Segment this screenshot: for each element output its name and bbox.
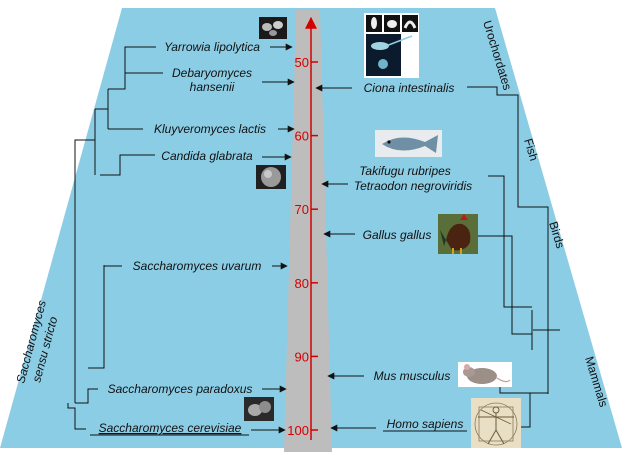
label-homo: Homo sapiens [387, 417, 464, 431]
scale-tick-label: 90 [295, 349, 309, 364]
label-cerevisiae: Saccharomyces cerevisiae [99, 421, 242, 435]
scale-tick-label: 50 [295, 55, 309, 70]
rooster-image [438, 214, 478, 254]
scale-tick-label: 60 [295, 129, 309, 144]
label-ciona: Ciona intestinalis [364, 81, 455, 95]
label-tetraodon: Tetraodon negroviridis [354, 179, 472, 193]
scale-tick-label: 70 [295, 202, 309, 217]
mouse-image [458, 362, 512, 387]
label-takifugu: Takifugu rubripes [359, 164, 451, 178]
group-fish: Fish [521, 137, 541, 163]
ciona-image [364, 13, 419, 78]
label-debaryomyces-1: Debaryomyces [172, 66, 252, 80]
fungi-tree [67, 46, 163, 430]
label-candida: Candida glabrata [161, 149, 253, 163]
label-yarrowia: Yarrowia lipolytica [164, 40, 260, 54]
cerevisiae-image [244, 397, 274, 421]
label-kluyveromyces: Kluyveromyces lactis [154, 122, 266, 136]
scale-tick-label: 100 [287, 423, 309, 438]
label-uvarum: Saccharomyces uvarum [133, 259, 262, 273]
fish-image [375, 130, 442, 157]
scale-bar [284, 10, 332, 452]
vitruvian-man-image [471, 398, 521, 448]
scale-ticks: 50 60 70 80 90 100 [287, 55, 318, 438]
label-debaryomyces-2: hansenii [190, 80, 235, 94]
scale-tick-label: 80 [295, 276, 309, 291]
candida-image [256, 165, 286, 189]
label-paradoxus: Saccharomyces paradoxus [108, 382, 253, 396]
label-gallus: Gallus gallus [363, 228, 432, 242]
yarrowia-image [259, 17, 287, 39]
label-mus: Mus musculus [374, 369, 451, 383]
